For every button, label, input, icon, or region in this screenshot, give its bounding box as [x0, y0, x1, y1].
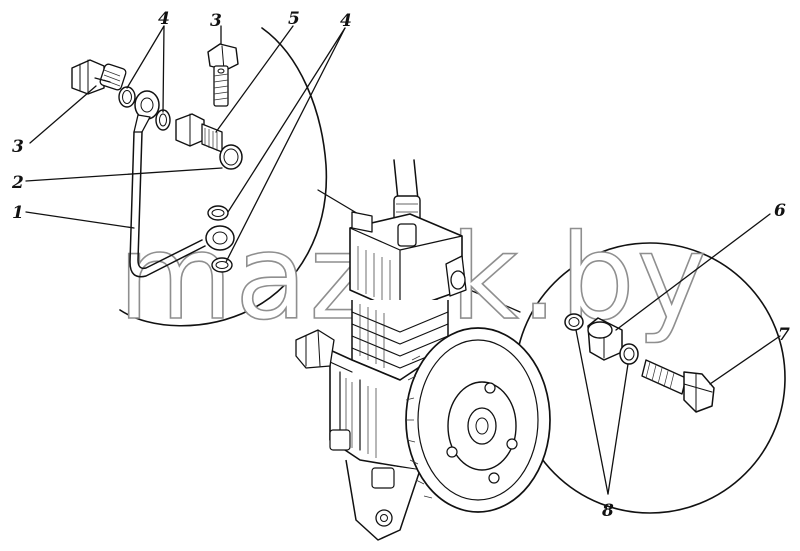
label-1: 1 [12, 203, 24, 223]
union-fitting [175, 113, 223, 153]
washer-8-left [564, 313, 584, 331]
label-4-right: 4 [340, 11, 352, 31]
washer-2 [219, 144, 243, 170]
label-4-top: 4 [158, 9, 170, 29]
label-5: 5 [288, 9, 300, 29]
pressure-tube [129, 131, 206, 278]
spacer-sleeve-6 [587, 317, 623, 361]
label-7: 7 [778, 325, 790, 345]
washer-lower-1 [207, 205, 229, 221]
label-6: 6 [774, 201, 786, 221]
banjo-bolt-left [71, 59, 127, 95]
bolt-7 [641, 359, 715, 413]
leader-lines [25, 25, 781, 495]
left-detail-circle-leader [317, 189, 361, 216]
washer-8-right [619, 343, 639, 365]
banjo-fitting-lower [205, 225, 235, 251]
banjo-fitting-top [133, 90, 160, 133]
label-3-left: 3 [12, 137, 24, 157]
banjo-bolt-top [207, 43, 239, 107]
label-8: 8 [601, 501, 614, 521]
washer-lower-2 [211, 257, 233, 273]
sealing-washer-2 [155, 109, 171, 131]
drive-flywheel [405, 327, 551, 513]
right-detail-circle-leader [469, 289, 521, 313]
label-3-top: 3 [210, 11, 222, 31]
label-2: 2 [11, 173, 24, 193]
left-detail-circle [119, 27, 328, 327]
